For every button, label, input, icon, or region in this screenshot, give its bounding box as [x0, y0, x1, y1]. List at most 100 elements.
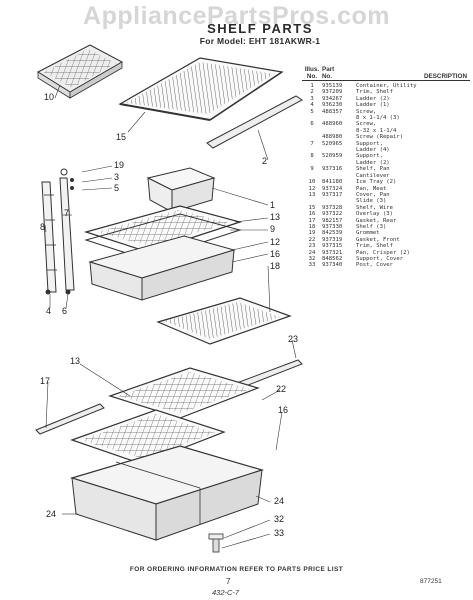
parts-part-no: 848562 [322, 255, 343, 262]
header-illus-no: No. [306, 73, 318, 80]
utility-container [146, 167, 216, 213]
parts-illus-no: 7 [310, 140, 314, 147]
callout-10: 10 [44, 92, 55, 102]
parts-part-no: 937340 [322, 262, 343, 269]
parts-row: 13 937317 Cover, Pan [302, 192, 470, 198]
parts-part-no: 937321 [322, 249, 343, 256]
parts-description: Screw (Repair) [356, 134, 404, 141]
parts-illus-no: 5 [310, 108, 314, 115]
cover-support-post [208, 533, 224, 553]
parts-part-no: 488357 [322, 108, 343, 115]
parts-part-no: 937319 [322, 236, 343, 243]
parts-illus-no: 19 [308, 230, 316, 237]
parts-part-no: 520959 [322, 153, 343, 160]
parts-description: 8-32 x 1-1/4 [356, 127, 397, 134]
parts-illus-no: 17 [308, 217, 316, 224]
parts-row: 5 488357 Screw, [302, 109, 470, 115]
model-subtitle: For Model: EHT 181AKWR-1 [199, 36, 321, 46]
parts-description: Pan, Crisper (2) [356, 249, 410, 256]
parts-description: Ice Tray (2) [356, 179, 397, 186]
header-part-no: No. [322, 73, 333, 80]
parts-illus-no: 15 [308, 204, 316, 211]
parts-description: Grommet [356, 230, 380, 237]
parts-description: Screw, [356, 108, 377, 115]
callout-16a: 16 [270, 249, 281, 259]
parts-description: Post, Cover [356, 262, 394, 269]
parts-illus-no: 6 [310, 121, 314, 128]
parts-row: Cantilever [302, 173, 470, 179]
parts-part-no: 841180 [322, 179, 343, 186]
parts-illus-no: 4 [310, 102, 314, 109]
parts-header-row-1: Illus. Part [302, 66, 470, 73]
parts-description: Shelf (3) [356, 223, 387, 230]
parts-part-no: 488980 [322, 134, 343, 141]
callout-24a: 24 [46, 509, 57, 519]
parts-illus-no: 32 [308, 255, 316, 262]
callout-7: 7 [64, 208, 70, 218]
parts-part-no: 937315 [322, 243, 343, 250]
parts-description: Cover, Pan [356, 191, 390, 198]
parts-row: Ladder (2) [302, 160, 470, 166]
parts-description: Support, [356, 140, 383, 147]
callout-3: 3 [114, 172, 120, 182]
parts-row: 12 937324 Pan, Meat [302, 186, 470, 192]
parts-illus-no: 13 [308, 191, 316, 198]
parts-description: Shelf, Wire [356, 204, 394, 211]
parts-illus-no: 24 [308, 249, 316, 256]
parts-illus-no: 3 [310, 95, 314, 102]
wire-shelf-top [118, 57, 284, 121]
callout-8: 8 [40, 222, 46, 232]
parts-part-no: 488960 [322, 121, 343, 128]
parts-row: 6 488960 Screw, [302, 121, 470, 127]
parts-illus-no: 9 [310, 166, 314, 173]
parts-description: Ladder (1) [356, 102, 390, 109]
parts-row: 15 937328 Shelf, Wire [302, 205, 470, 211]
parts-description: 8 x 1-1/4 (3) [356, 115, 400, 122]
callout-15: 15 [116, 132, 127, 142]
trim-shelf-2 [206, 95, 303, 149]
parts-illus-no: 12 [308, 185, 316, 192]
ladder-left [41, 168, 75, 295]
parts-part-no: 937322 [322, 211, 343, 218]
parts-part-no: 937324 [322, 185, 343, 192]
parts-part-no: 937316 [322, 166, 343, 173]
parts-illus-no: 8 [310, 153, 314, 160]
parts-row: 8 x 1-1/4 (3) [302, 115, 470, 121]
parts-part-no: 937317 [322, 191, 343, 198]
parts-row: Ladder (4) [302, 147, 470, 153]
parts-description: Ladder (2) [356, 95, 390, 102]
callout-6: 6 [62, 306, 68, 316]
leader-lines [44, 84, 297, 549]
handwritten-note: 432-C-7 [212, 588, 240, 597]
parts-description: Screw, [356, 121, 377, 128]
parts-part-no: 937328 [322, 204, 343, 211]
parts-part-no: 935139 [322, 83, 343, 89]
parts-description: Ladder (2) [356, 159, 390, 166]
parts-description: Shelf, Pan [356, 166, 390, 173]
parts-description: Trim, Shelf [356, 243, 394, 250]
parts-illus-no: 18 [308, 223, 316, 230]
parts-description: Ladder (4) [356, 147, 390, 154]
parts-description: Pan, Meat [356, 185, 387, 192]
callout-12: 12 [270, 237, 281, 247]
parts-description: Trim, Shelf [356, 89, 394, 96]
callout-16b: 16 [278, 405, 289, 415]
callout-4: 4 [46, 306, 52, 316]
callout-19: 19 [114, 160, 125, 170]
callout-9: 9 [270, 224, 276, 234]
header-illus: Illus. [304, 66, 320, 73]
callout-23: 23 [288, 334, 299, 344]
header-part: Part [322, 66, 335, 73]
